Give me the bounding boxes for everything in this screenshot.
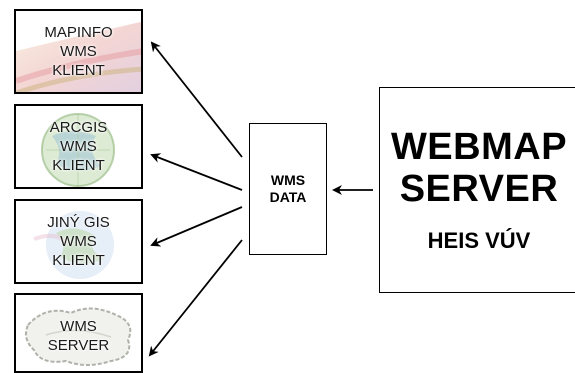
mapinfo-client-box[interactable]: MAPINFO WMS KLIENT bbox=[14, 9, 143, 94]
wms-data-box[interactable]: WMS DATA bbox=[249, 123, 327, 255]
arcgis-client-box[interactable]: ARCGIS WMS KLIENT bbox=[14, 104, 143, 189]
arrow-to-wms-server bbox=[148, 239, 243, 357]
arrow-to-arcgis-client bbox=[150, 153, 243, 191]
webmap-server-title: WEBMAP SERVER bbox=[390, 126, 568, 210]
webmap-server-subtitle: HEIS VÚV bbox=[427, 228, 531, 253]
jiny-gis-client-box[interactable]: JINÝ GIS WMS KLIENT bbox=[14, 199, 143, 284]
arrow-to-jiny-client bbox=[150, 206, 243, 247]
webmap-server-box[interactable]: WEBMAP SERVER HEIS VÚV bbox=[379, 87, 575, 293]
wms-server-box[interactable]: WMS SERVER bbox=[14, 293, 143, 373]
wms-server-label: WMS SERVER bbox=[47, 318, 110, 354]
arcgis-client-label: ARCGIS WMS KLIENT bbox=[49, 119, 108, 174]
jiny-gis-client-label: JINÝ GIS WMS KLIENT bbox=[47, 214, 110, 269]
arrow-to-mapinfo-client bbox=[150, 41, 243, 158]
mapinfo-client-label: MAPINFO WMS KLIENT bbox=[44, 24, 113, 79]
